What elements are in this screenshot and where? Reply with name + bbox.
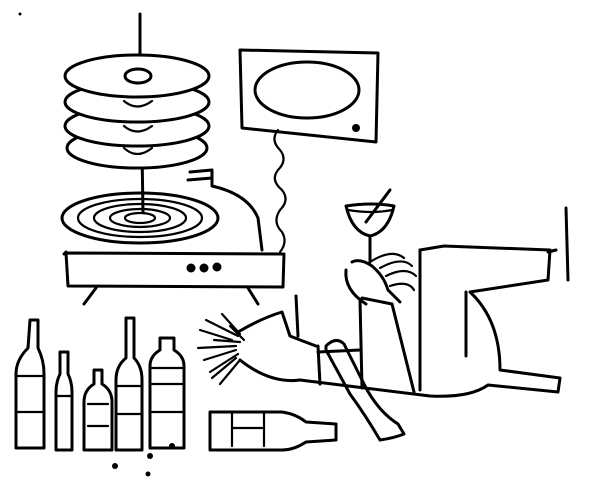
stacked-records	[63, 53, 211, 170]
television	[238, 48, 380, 254]
bottle-collection	[14, 316, 338, 452]
bottle	[82, 368, 114, 452]
bottle	[114, 316, 144, 452]
turntable-platter	[60, 191, 220, 245]
bottle	[148, 336, 186, 450]
reclining-man	[196, 188, 570, 442]
necktie	[324, 339, 406, 442]
bottle	[14, 318, 46, 450]
spiky-hair	[196, 312, 246, 386]
bottle	[54, 350, 74, 452]
hand-with-glass	[344, 188, 418, 306]
spilled-drops	[18, 12, 175, 477]
record-changer	[60, 12, 286, 306]
tipped-bottle	[208, 410, 338, 452]
